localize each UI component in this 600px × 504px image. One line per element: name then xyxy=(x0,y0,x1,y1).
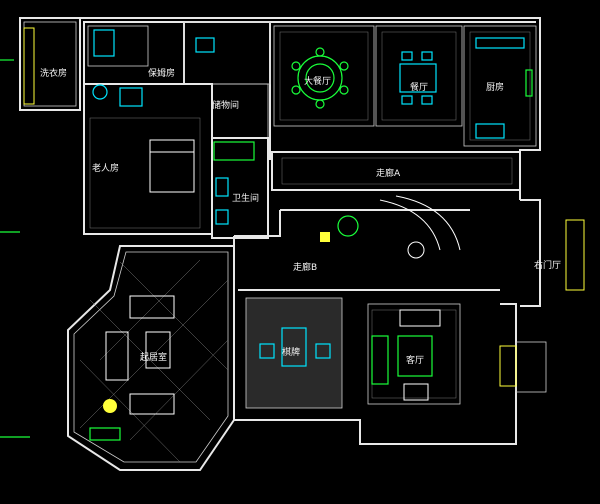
label-elderly: 老人房 xyxy=(92,162,119,174)
staircase xyxy=(379,195,461,259)
label-chess: 棋牌 xyxy=(282,346,300,358)
plant-marker xyxy=(320,215,359,242)
corridor-a-zone xyxy=(271,151,521,191)
label-kitchen: 厨房 xyxy=(486,81,504,93)
lounge-sofas xyxy=(89,295,175,441)
main-hall-walls xyxy=(233,209,517,445)
label-bath: 卫生间 xyxy=(232,192,259,204)
chess-table xyxy=(259,327,331,367)
label-corridor-b: 走廊B xyxy=(293,261,317,273)
label-laundry: 洗衣房 xyxy=(40,67,67,79)
label-dining: 餐厅 xyxy=(410,81,428,93)
right-foyer xyxy=(499,199,585,393)
label-right-foyer: 右门厅 xyxy=(534,259,561,271)
label-big-dining: 大餐厅 xyxy=(304,75,331,87)
label-corridor-a: 走廊A xyxy=(376,167,401,179)
kitchen-counters xyxy=(475,37,533,139)
outer-walls xyxy=(19,17,541,200)
label-nanny: 保姆房 xyxy=(148,67,175,79)
sofa-set xyxy=(371,309,441,401)
left-wing xyxy=(83,21,271,239)
label-living: 客厅 xyxy=(406,354,424,366)
dining-table-square xyxy=(399,51,437,105)
label-lounge: 起居室 xyxy=(140,351,167,363)
bed xyxy=(149,139,195,193)
dining-table-round xyxy=(291,47,349,109)
bath-fixtures xyxy=(23,27,255,225)
lounge-walls xyxy=(67,245,235,471)
label-storage: 储物间 xyxy=(212,99,239,111)
